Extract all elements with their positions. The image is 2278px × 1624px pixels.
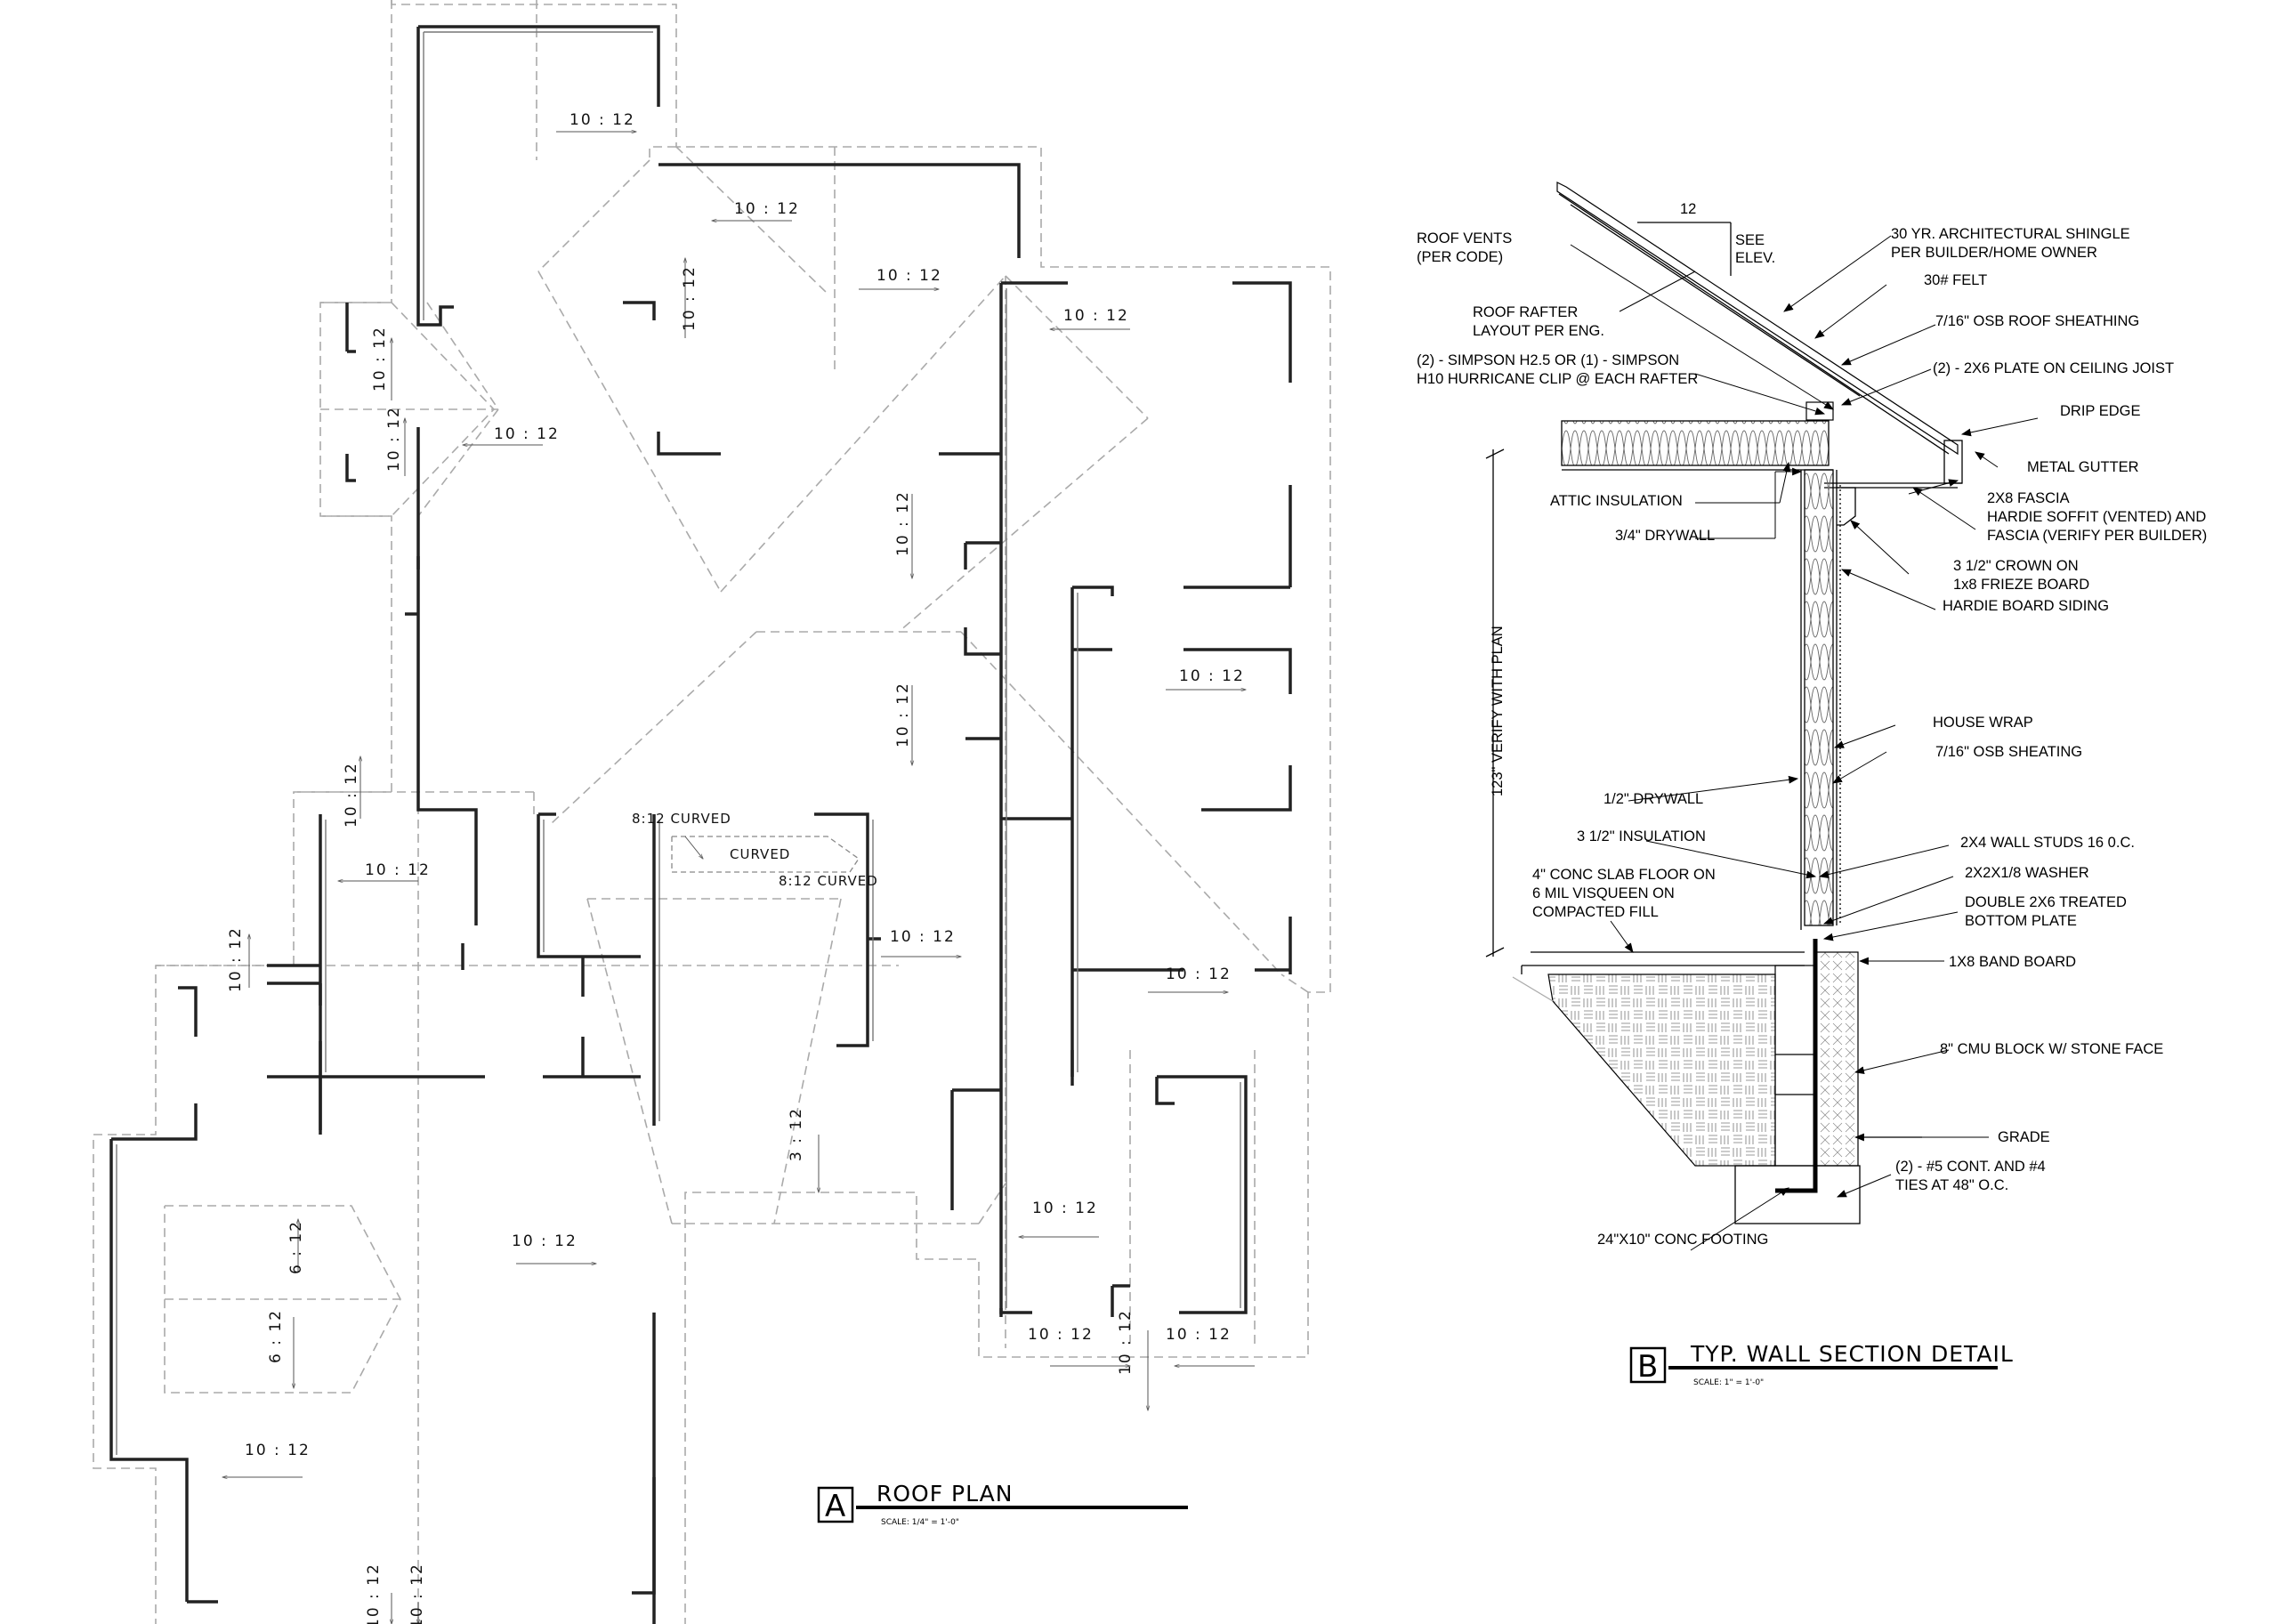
pitch-label: 10 : 12 [1166, 966, 1232, 983]
callout-washer: 2X2X1/8 WASHER [1965, 865, 2089, 881]
callout-slab-2: 6 MIL VISQUEEN ON [1532, 885, 1675, 901]
callout-crown: 3 1/2" CROWN ON [1953, 558, 2079, 574]
callout-roof-vents: ROOF VENTS [1417, 230, 1512, 246]
title-letter: A [825, 1489, 845, 1524]
callout-footing: 24"X10" CONC FOOTING [1597, 1232, 1768, 1248]
callout-rebar: (2) - #5 CONT. AND #4 [1895, 1159, 2046, 1175]
pitch-label: 10 : 12 [494, 425, 560, 443]
pitch-run-label: 12 [1680, 201, 1696, 217]
pitch-arrows [222, 132, 1255, 1624]
wall-section-title-block: B TYP. WALL SECTION DETAIL SCALE: 1" = 1… [1629, 1341, 2014, 1387]
pitch-label: 10 : 12 [570, 111, 635, 129]
pitch-label: 10 : 12 [371, 326, 389, 392]
callout-felt: 30# FELT [1924, 272, 1987, 288]
callout-bottom-plate-2: BOTTOM PLATE [1965, 913, 2077, 929]
callout-slab: 4" CONC SLAB FLOOR ON [1532, 867, 1716, 883]
callout-osb-sheathing: 7/16" OSB SHEATING [1935, 744, 2082, 760]
roof-plan-scale: SCALE: 1/4" = 1'-0" [881, 1518, 959, 1527]
pitch-label: 10 : 12 [1063, 307, 1129, 325]
pitch-label: 10 : 12 [1179, 667, 1245, 685]
callout-grade: GRADE [1998, 1129, 2050, 1145]
callout-soffit-2: FASCIA (VERIFY PER BUILDER) [1987, 528, 2207, 544]
callout-rebar-2: TIES AT 48" O.C. [1895, 1177, 2008, 1193]
callout-osb-roof: 7/16" OSB ROOF SHEATHING [1935, 313, 2139, 329]
roof-assembly: 12 SEE ELEV. [1556, 182, 1963, 489]
pitch-label: 3 : 12 [788, 1107, 805, 1161]
callout-studs: 2X4 WALL STUDS 16 0.C. [1960, 835, 2135, 851]
pitch-label: 10 : 12 [734, 200, 800, 218]
pitch-label: 10 : 12 [1166, 1326, 1232, 1344]
callout-bottom-plate: DOUBLE 2X6 TREATED [1965, 894, 2127, 910]
wall-assembly [1800, 469, 1856, 930]
pitch-label: 6 : 12 [267, 1309, 285, 1363]
left-callouts: ROOF VENTS (PER CODE) ROOF RAFTER LAYOUT… [1417, 230, 1768, 1248]
pitch-label: 10 : 12 [894, 682, 912, 747]
curved-label-top: 8:12 CURVED [632, 811, 731, 827]
left-leaders [1570, 244, 1834, 1251]
callout-shingle: 30 YR. ARCHITECTURAL SHINGLE [1891, 226, 2130, 242]
pitch-label: 10 : 12 [1117, 1309, 1135, 1375]
roof-plan-title: ROOF PLAN [876, 1481, 1013, 1507]
callout-house-wrap: HOUSE WRAP [1933, 715, 2033, 731]
curved-label-mid: CURVED [730, 846, 790, 862]
callout-fascia: 2X8 FASCIA [1987, 490, 2070, 506]
pitch-label: 10 : 12 [227, 926, 245, 992]
see-elev-1: SEE [1735, 232, 1765, 248]
title-letter: B [1637, 1349, 1658, 1385]
foundation [1512, 939, 1922, 1224]
callout-crown-2: 1x8 FRIEZE BOARD [1953, 577, 2089, 593]
callout-clip-2: H10 HURRICANE CLIP @ EACH RAFTER [1417, 371, 1698, 387]
callout-cmu: 8" CMU BLOCK W/ STONE FACE [1940, 1041, 2163, 1057]
curved-label-bot: 8:12 CURVED [779, 873, 878, 889]
height-dimension: 123" VERIFY WITH PLAN [1485, 448, 1506, 957]
callout-drip-edge: DRIP EDGE [2060, 403, 2140, 419]
callout-band-board: 1X8 BAND BOARD [1949, 954, 2076, 970]
pitch-label: 10 : 12 [385, 406, 403, 472]
pitch-label: 10 : 12 [894, 490, 912, 556]
callout-soffit: HARDIE SOFFIT (VENTED) AND [1987, 509, 2206, 525]
pitch-label: 10 : 12 [365, 861, 431, 879]
wall-section-title: TYP. WALL SECTION DETAIL [1690, 1341, 2014, 1367]
callout-roof-vents-2: (PER CODE) [1417, 249, 1503, 265]
pitch-label: 6 : 12 [287, 1220, 305, 1274]
pitch-labels: 10 : 12 10 : 12 10 : 12 10 : 12 10 : 12 … [227, 111, 1245, 1624]
see-elev-2: ELEV. [1735, 250, 1775, 266]
callout-rafter: ROOF RAFTER [1473, 304, 1578, 320]
wall-section: 12 SEE ELEV. [1417, 182, 2207, 1387]
pitch-label: 10 : 12 [1028, 1326, 1094, 1344]
callout-slab-3: COMPACTED FILL [1532, 904, 1659, 920]
roof-plan-walls [109, 25, 1292, 1624]
wall-section-scale: SCALE: 1" = 1'-0" [1693, 1378, 1764, 1387]
pitch-label: 10 : 12 [512, 1232, 578, 1250]
roof-plan: 10 : 12 10 : 12 10 : 12 10 : 12 10 : 12 … [93, 0, 1331, 1624]
callout-rafter-2: LAYOUT PER ENG. [1473, 323, 1604, 339]
pitch-label: 10 : 12 [365, 1563, 383, 1624]
callout-shingle-2: PER BUILDER/HOME OWNER [1891, 245, 2097, 261]
pitch-label: 10 : 12 [876, 267, 942, 285]
height-note: 123" VERIFY WITH PLAN [1490, 626, 1506, 796]
pitch-label: 10 : 12 [890, 928, 956, 946]
curved-roof: 8:12 CURVED CURVED 8:12 CURVED [632, 811, 878, 889]
pitch-label: 10 : 12 [1032, 1200, 1098, 1217]
callout-gutter: METAL GUTTER [2027, 459, 2139, 475]
roof-plan-title-block: A ROOF PLAN SCALE: 1/4" = 1'-0" [817, 1481, 1188, 1527]
callout-siding: HARDIE BOARD SIDING [1943, 598, 2109, 614]
pitch-label: 10 : 12 [408, 1563, 426, 1624]
callout-drywall-34: 3/4" DRYWALL [1615, 528, 1715, 544]
callout-clip: (2) - SIMPSON H2.5 OR (1) - SIMPSON [1417, 352, 1679, 368]
right-leaders [1783, 235, 2039, 1198]
pitch-label: 10 : 12 [343, 762, 360, 828]
callout-plate: (2) - 2X6 PLATE ON CEILING JOIST [1933, 360, 2174, 376]
right-callouts: 30 YR. ARCHITECTURAL SHINGLE PER BUILDER… [1891, 226, 2207, 1193]
callout-drywall-12: 1/2" DRYWALL [1603, 791, 1703, 807]
callout-attic-insulation: ATTIC INSULATION [1550, 493, 1683, 509]
pitch-label: 10 : 12 [245, 1442, 311, 1459]
pitch-label: 10 : 12 [681, 265, 699, 331]
callout-insulation-312: 3 1/2" INSULATION [1577, 828, 1706, 844]
